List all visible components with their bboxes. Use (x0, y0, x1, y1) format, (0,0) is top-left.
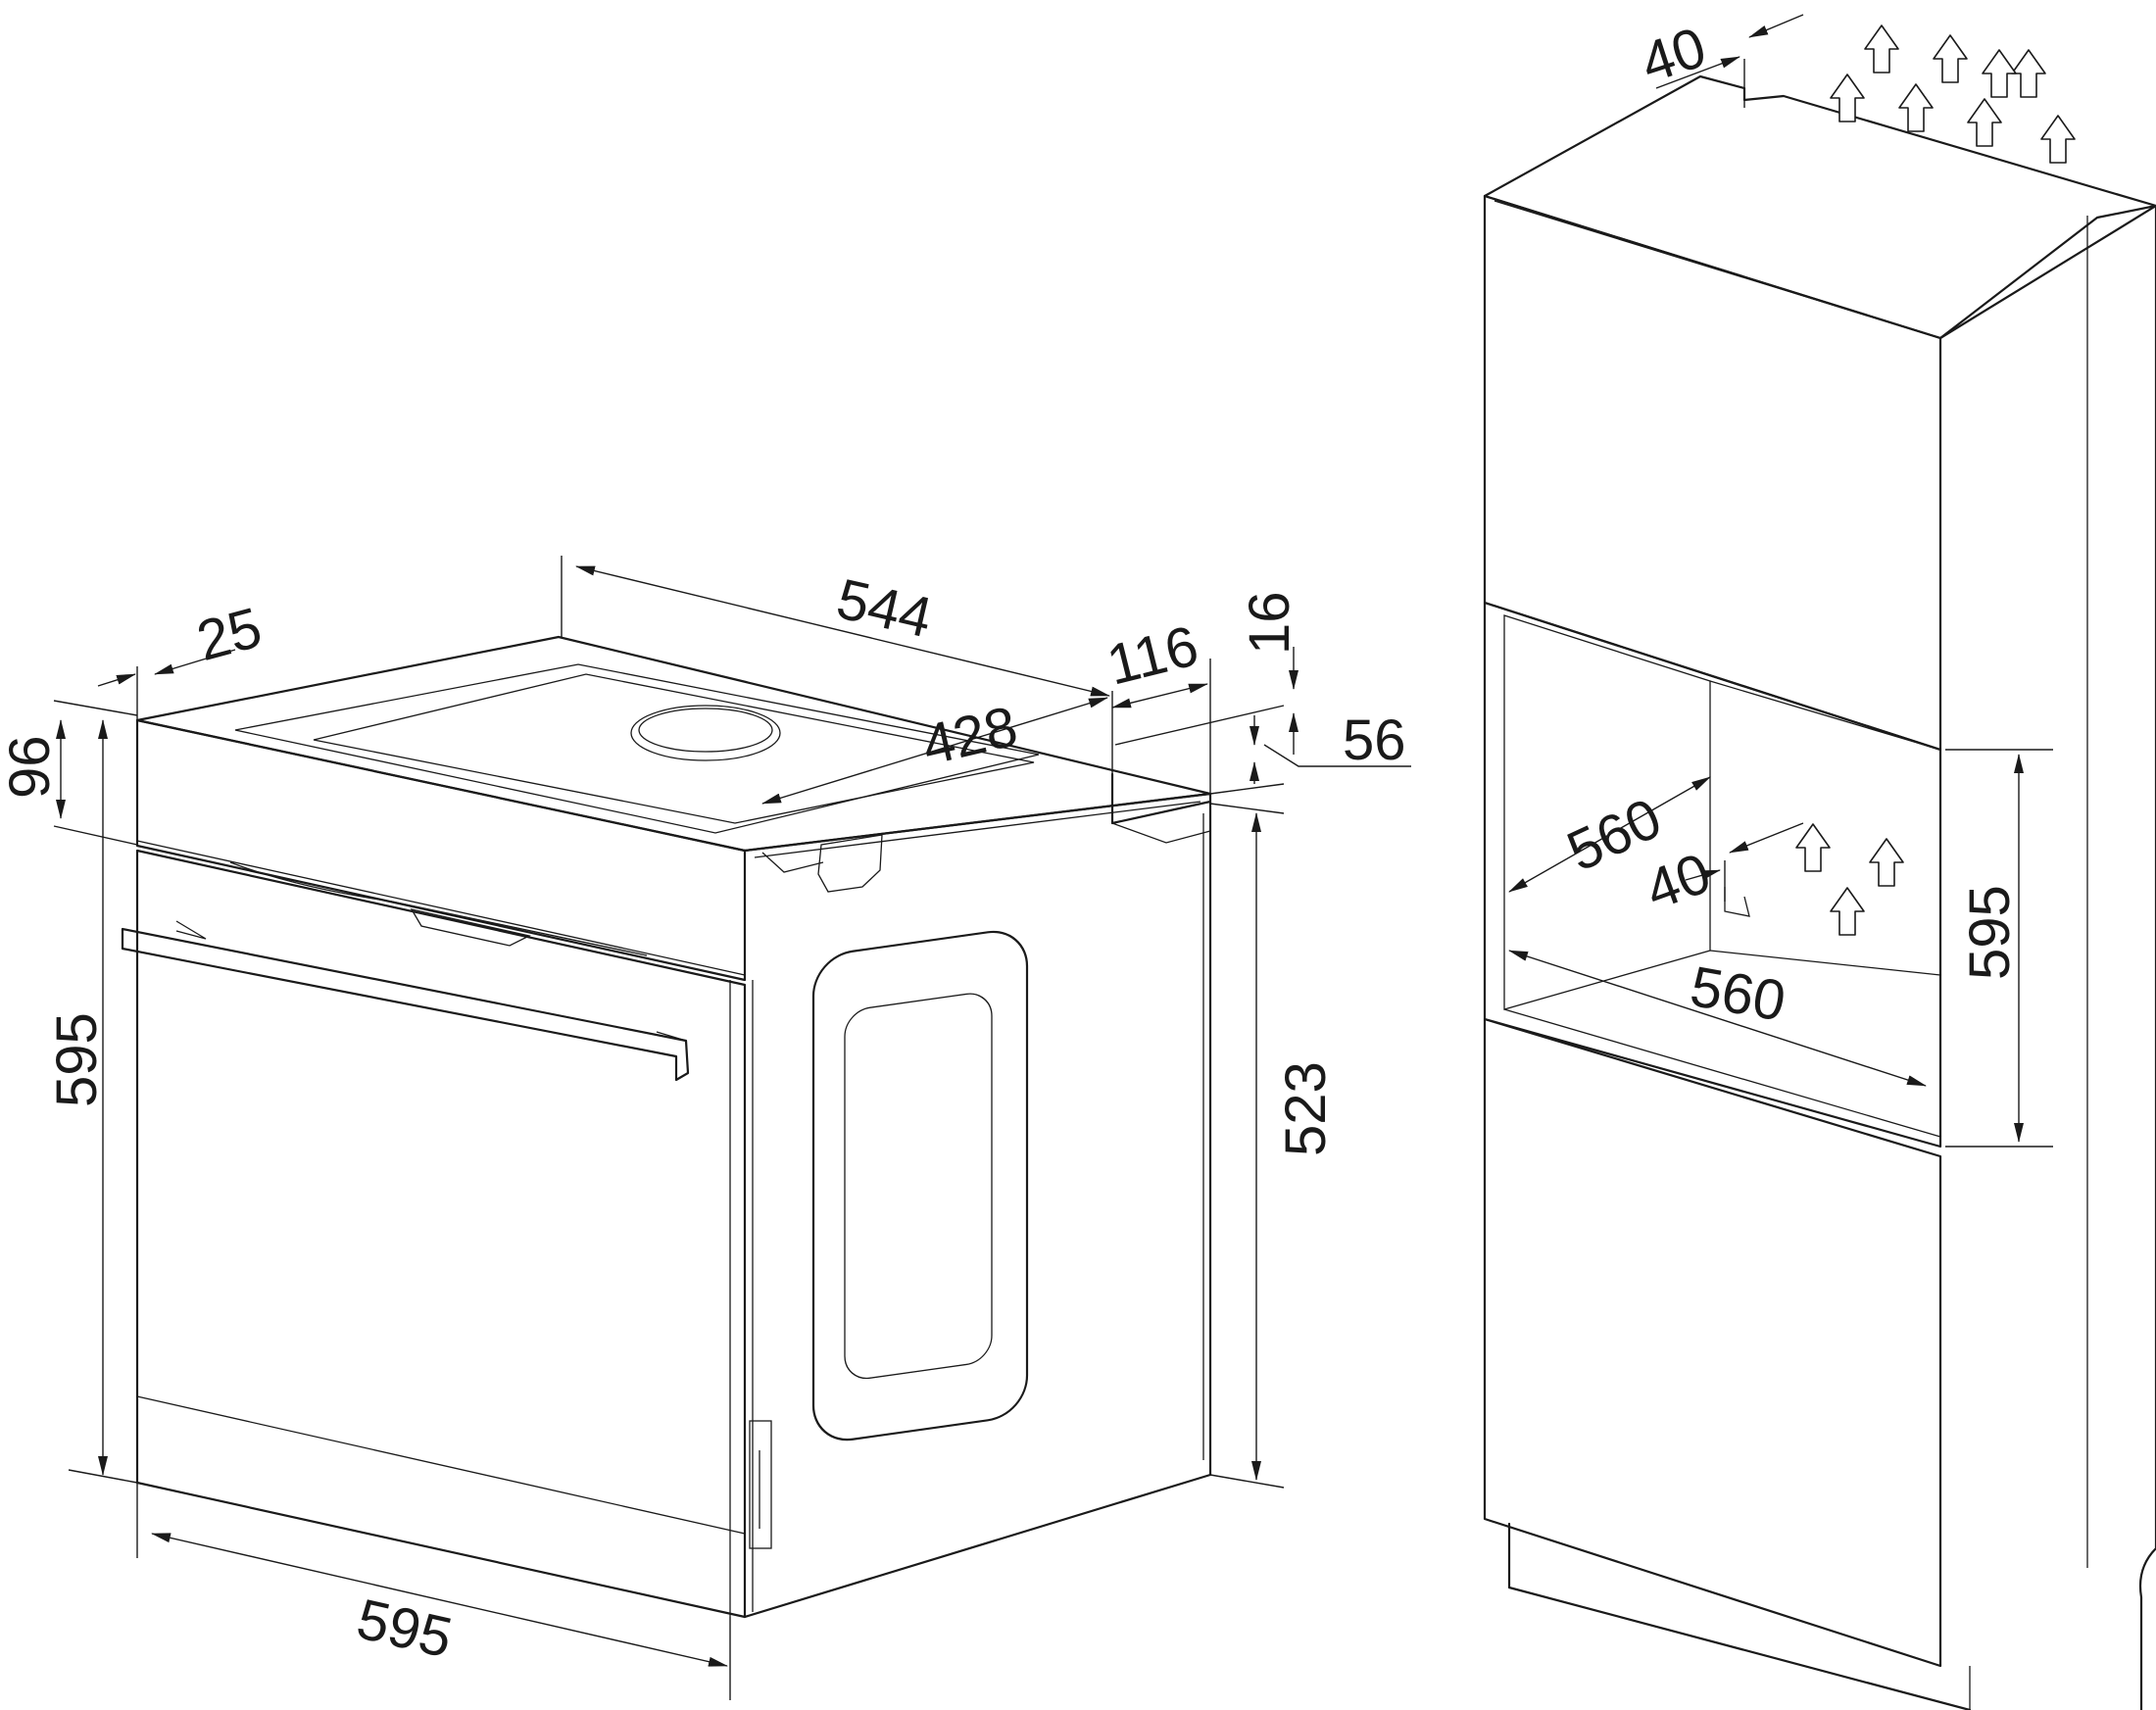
cabinet-plinth (1507, 1522, 1972, 1710)
dim-top-offset: 56 (1343, 708, 1406, 772)
door-handle (121, 927, 690, 1082)
airflow-arrow-icon (1795, 823, 1904, 936)
cabinet-niche (1483, 601, 1942, 1148)
dim-top-step: 16 (1238, 591, 1301, 655)
side-window (811, 930, 1029, 1441)
dim-top-vent-gap: 40 (1634, 15, 1713, 95)
dim-niche-height: 595 (1958, 885, 2022, 980)
cabinet-lower-panel (1483, 1017, 1942, 1668)
dim-width: 595 (351, 1587, 458, 1670)
control-panel (135, 718, 747, 982)
dim-control-panel-height: 96 (0, 735, 62, 799)
oven-door (135, 849, 747, 1619)
cabinet-upper-panel (1483, 194, 1942, 752)
dim-niche-width: 560 (1686, 954, 1790, 1034)
oven-side (743, 792, 1212, 1619)
oven-drawing: 544 428 25 96 595 595 116 16 (0, 556, 1411, 1700)
dim-rear-step: 116 (1101, 613, 1203, 697)
dim-body-height: 523 (1274, 1061, 1338, 1156)
dim-depth-total: 544 (831, 566, 938, 650)
cabinet-top (1483, 74, 2156, 340)
dim-front-height: 595 (45, 1012, 109, 1107)
airflow-arrow-icon (1830, 24, 2076, 164)
cabinet-drawing: 40 560 40 560 595 (1483, 14, 2156, 1710)
dim-front-offset: 25 (190, 596, 268, 673)
dim-depth-top: 428 (916, 694, 1023, 777)
